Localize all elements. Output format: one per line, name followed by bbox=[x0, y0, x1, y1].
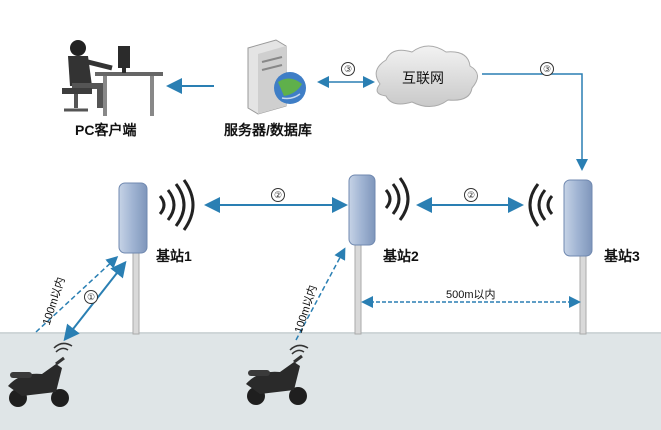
station3-label: 基站3 bbox=[604, 248, 640, 264]
pc-client-label: PC客户端 bbox=[75, 122, 137, 138]
step2-marker-station2-station3: ② bbox=[464, 188, 478, 202]
tag-signal-icon-2 bbox=[289, 344, 309, 355]
station3-antenna bbox=[563, 179, 593, 335]
server-database-label: 服务器/数据库 bbox=[224, 122, 312, 138]
station2-label: 基站2 bbox=[383, 248, 419, 264]
scooter-icon-1 bbox=[8, 356, 69, 407]
pc-user-icon bbox=[62, 40, 163, 116]
step1-marker-scooter-station1: ① bbox=[84, 290, 98, 304]
range-dashed-arrow-2 bbox=[295, 247, 346, 341]
server-icon bbox=[247, 39, 306, 115]
internet-cloud-icon bbox=[375, 45, 478, 107]
step3-marker-server-internet: ③ bbox=[341, 62, 355, 76]
signal-icon-station2 bbox=[384, 177, 410, 221]
tag-signal-icon-1 bbox=[53, 342, 73, 353]
station1-antenna bbox=[118, 182, 148, 335]
step2-marker-station1-station2: ② bbox=[271, 188, 285, 202]
scooter-icon-2 bbox=[246, 354, 307, 405]
station2-antenna bbox=[348, 174, 376, 335]
spacing-label: 500m以内 bbox=[446, 289, 496, 301]
internet-label: 互联网 bbox=[402, 70, 444, 86]
signal-icon-station1 bbox=[158, 179, 195, 231]
road bbox=[0, 333, 661, 430]
station1-label: 基站1 bbox=[156, 248, 192, 264]
step3-marker-internet-station3: ③ bbox=[540, 62, 554, 76]
internet-to-station3-arrow bbox=[482, 73, 588, 171]
signal-icon-station3 bbox=[528, 183, 554, 227]
